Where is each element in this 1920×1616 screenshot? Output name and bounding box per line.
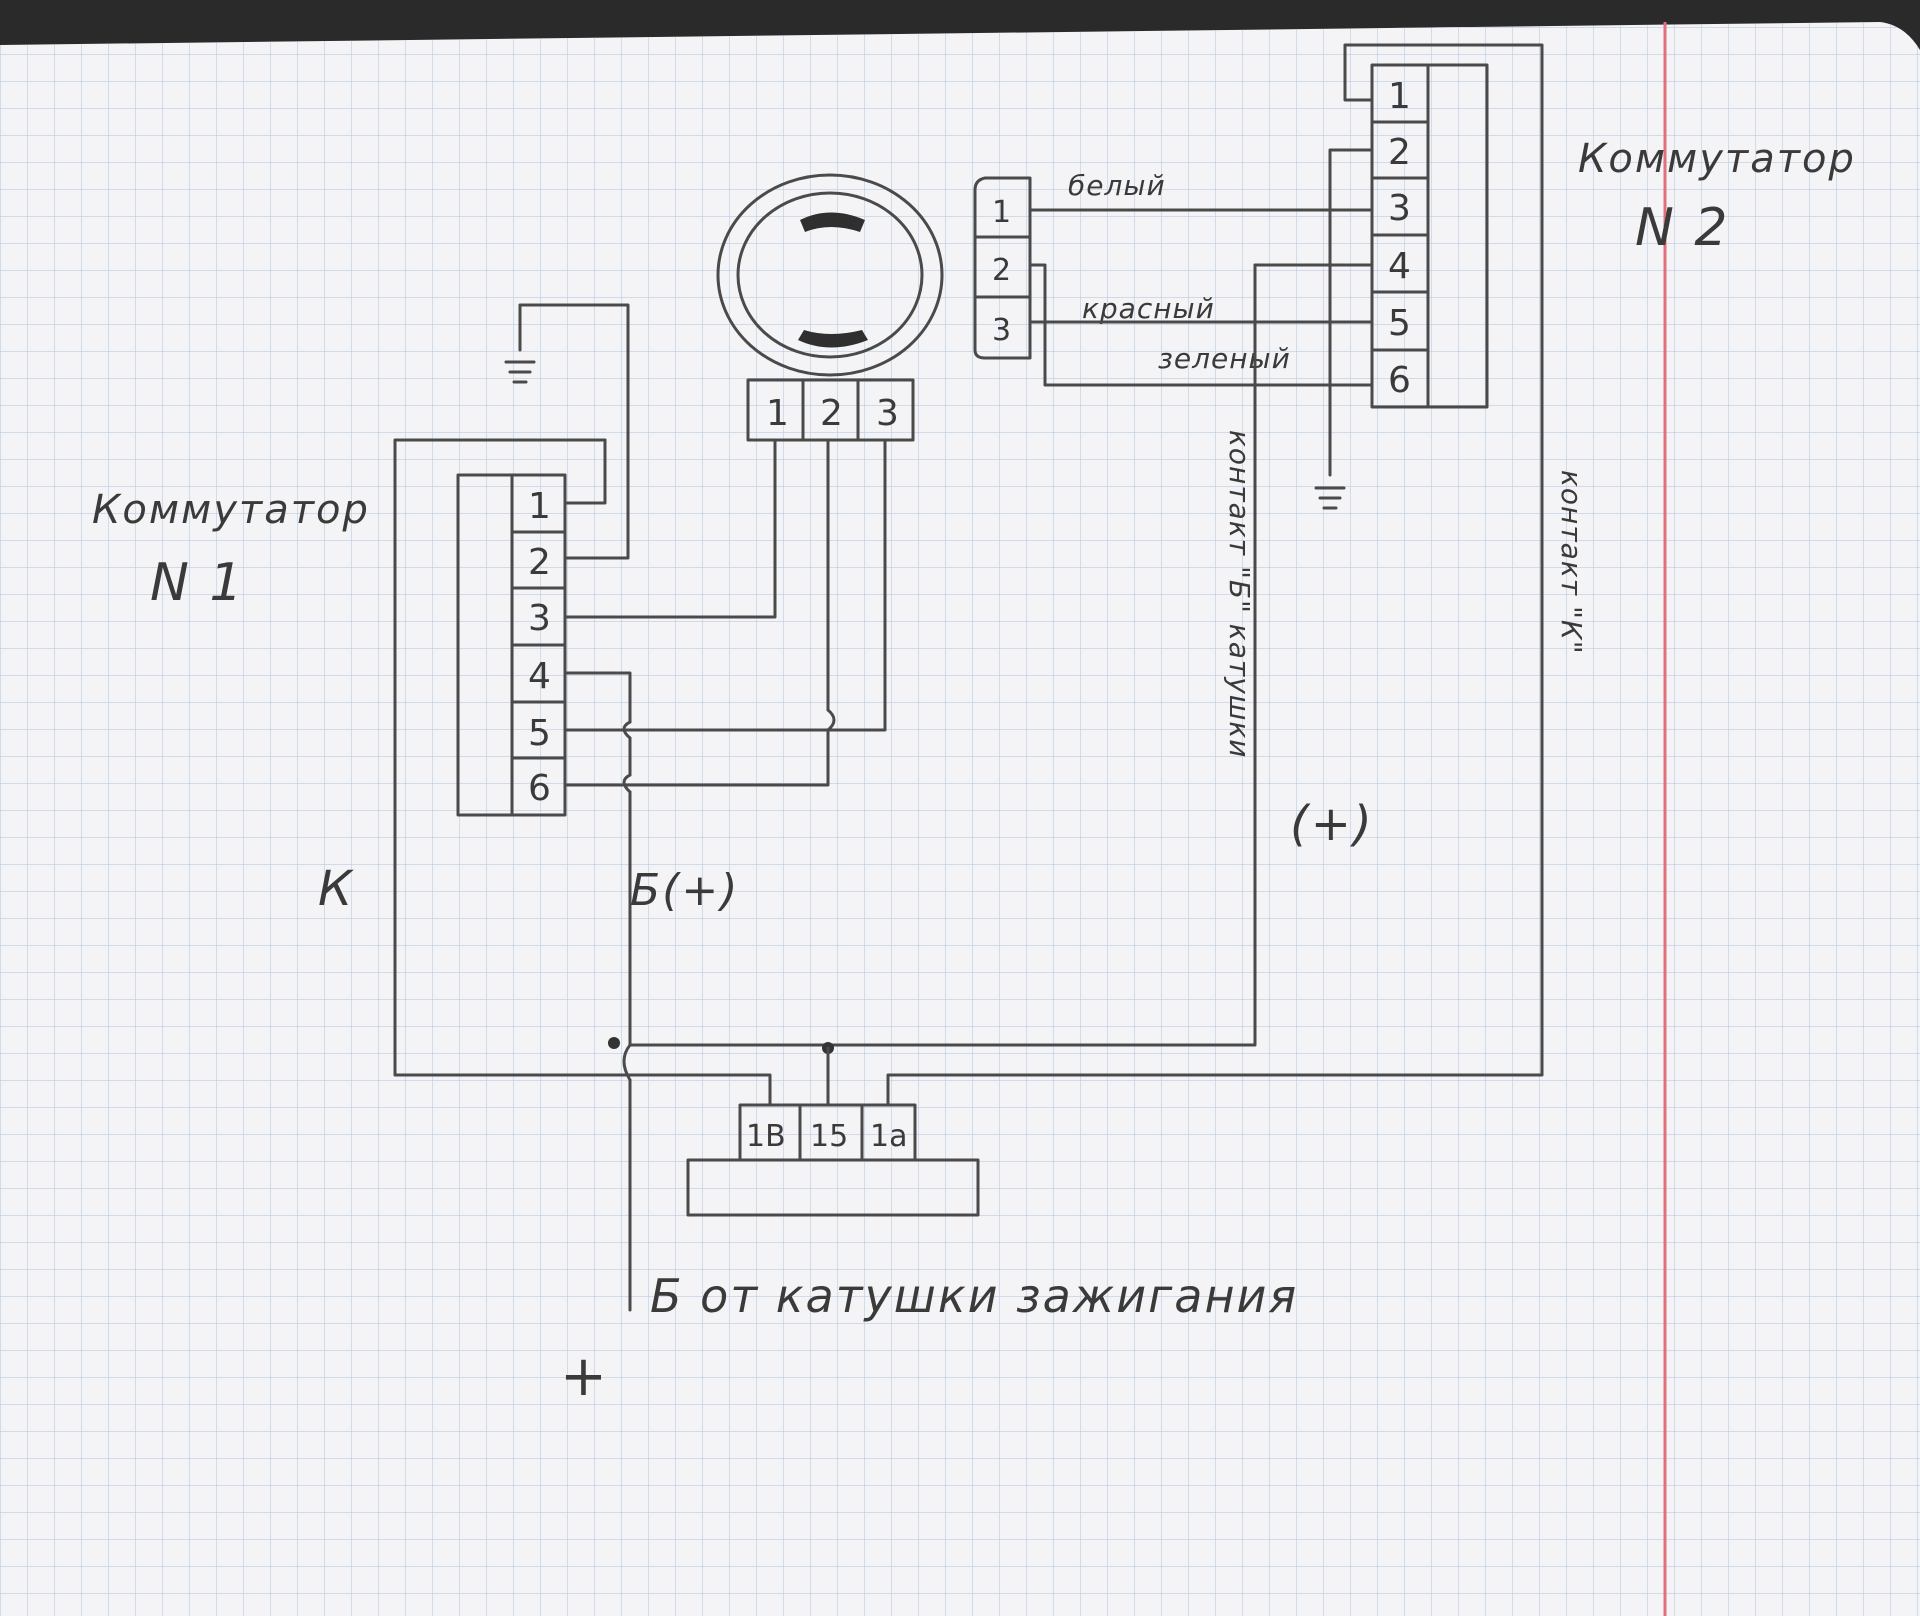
switch1-pin-3: 3 (528, 598, 551, 639)
switch1-pin-2: 2 (528, 542, 551, 583)
switch-2: 1 2 3 4 5 6 (1370, 63, 1489, 409)
label-plus-circle: (+) (1290, 796, 1374, 852)
switch2-pin-3: 3 (1388, 188, 1411, 229)
hall-sensor: 1 2 3 (716, 173, 944, 442)
switch2-pin-5: 5 (1388, 303, 1411, 344)
sensor-pin-3: 3 (876, 393, 899, 434)
switch2-pin-1: 1 (1388, 76, 1411, 117)
switch2-title: Коммутатор (1578, 136, 1856, 182)
connector-pin-3: 3 (992, 313, 1011, 348)
switch1-pin-6: 6 (528, 768, 551, 809)
switch1-pin-1: 1 (528, 486, 551, 527)
connector-pin-1: 1 (992, 195, 1011, 230)
switch1-pin-4: 4 (528, 656, 551, 697)
switch2-number: N 2 (1635, 198, 1730, 258)
wire-red-label: красный (1082, 292, 1215, 325)
coil-pin-1b: 1В (746, 1119, 786, 1154)
wiring (393, 43, 1544, 1312)
wire-white-label: белый (1068, 169, 1166, 202)
switch1-pin-5: 5 (528, 713, 551, 754)
sensor-pin-2: 2 (820, 393, 843, 434)
coil-pin-15: 15 (810, 1119, 848, 1154)
label-b-plus: Б(+) (630, 865, 739, 916)
switch1-title: Коммутатор (92, 487, 370, 533)
sensor-pin-1: 1 (766, 393, 789, 434)
switch2-pin-4: 4 (1388, 246, 1411, 287)
connector-3pin: 1 2 3 (973, 176, 1032, 360)
label-from-coil: Б от катушки зажигания (650, 1269, 1298, 1323)
connector-pin-2: 2 (992, 253, 1011, 288)
label-plus: + (560, 1344, 609, 1409)
label-k: К (318, 861, 354, 917)
switch-1: 1 2 3 4 5 6 (456, 473, 567, 817)
switch1-number: N 1 (150, 553, 245, 613)
contact-k-label: контакт "К" (1555, 470, 1588, 655)
coil-pin-1a: 1а (870, 1119, 907, 1154)
contact-b-coil-label: контакт "Б" катушки (1223, 430, 1256, 759)
switch2-pin-2: 2 (1388, 132, 1411, 173)
wire-green-label: зеленый (1158, 342, 1291, 375)
switch2-pin-6: 6 (1388, 360, 1411, 401)
